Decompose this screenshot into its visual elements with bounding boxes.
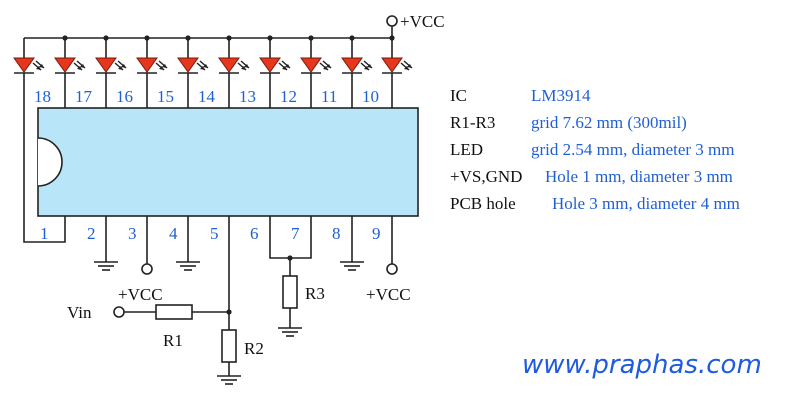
resistor-r1 [155, 304, 193, 320]
vcc-pin9-label: +VCC [366, 285, 411, 304]
led-8 [300, 57, 332, 74]
pin-number: 11 [321, 87, 337, 106]
spec-value: Hole 3 mm, diameter 4 mm [552, 194, 740, 213]
pin-number: 9 [372, 224, 381, 243]
led-3 [95, 57, 127, 74]
pin-number: 7 [291, 224, 300, 243]
led-2 [54, 57, 86, 74]
vin-label: Vin [67, 303, 92, 322]
ic-notch [37, 137, 63, 187]
ground-r3-icon [277, 327, 303, 337]
r3-label: R3 [305, 284, 325, 303]
pin-number: 5 [210, 224, 219, 243]
spec-value: LM3914 [531, 86, 591, 105]
vin-terminal [113, 306, 125, 318]
bottom-pin-numbers: 1 2 3 4 5 6 7 8 9 [40, 224, 381, 243]
led-6 [218, 57, 250, 74]
ground-pin2-icon [93, 261, 119, 271]
spec-value: grid 2.54 mm, diameter 3 mm [531, 140, 735, 159]
vcc-top-label: +VCC [400, 12, 445, 31]
spec-key: +VS,GND [450, 167, 522, 186]
spec-key: PCB hole [450, 194, 516, 213]
ground-r2-icon [216, 375, 242, 385]
vcc-pin3-terminal [141, 263, 153, 275]
pin-number: 10 [362, 87, 379, 106]
pin-number: 17 [75, 87, 93, 106]
led-5 [177, 57, 209, 74]
spec-key: IC [450, 86, 467, 105]
pin-number: 15 [157, 87, 174, 106]
r2-label: R2 [244, 339, 264, 358]
pin-number: 8 [332, 224, 341, 243]
spec-key: R1-R3 [450, 113, 495, 132]
top-bus [24, 26, 393, 39]
pin-number: 3 [128, 224, 137, 243]
pin-number: 13 [239, 87, 256, 106]
pin-number: 1 [40, 224, 49, 243]
pin-number: 2 [87, 224, 96, 243]
resistor-r3 [282, 275, 298, 309]
ground-pin4-icon [175, 261, 201, 271]
led-10 [381, 57, 413, 74]
pin1-wire [23, 108, 66, 243]
spec-value: Hole 1 mm, diameter 3 mm [545, 167, 733, 186]
ground-pin8-icon [339, 261, 365, 271]
vcc-pin3-label: +VCC [118, 285, 163, 304]
vcc-pin9-terminal [386, 263, 398, 275]
pin-number: 14 [198, 87, 216, 106]
junction-r3 [287, 255, 293, 261]
led-1 [13, 57, 45, 74]
watermark: www.praphas.com [522, 350, 762, 380]
spec-value: grid 7.62 mm (300mil) [531, 113, 687, 132]
pin-number: 6 [250, 224, 259, 243]
vcc-top-terminal [386, 15, 398, 27]
ic-body [37, 107, 419, 217]
led-9 [341, 57, 373, 74]
junction-r1-r2 [226, 309, 232, 315]
led-7 [259, 57, 291, 74]
resistor-r2 [221, 329, 237, 363]
spec-table: IC LM3914 R1-R3 grid 7.62 mm (300mil) LE… [450, 86, 740, 213]
r1-label: R1 [163, 331, 183, 350]
pin-number: 16 [116, 87, 133, 106]
pin-number: 12 [280, 87, 297, 106]
pin-number: 4 [169, 224, 178, 243]
spec-key: LED [450, 140, 483, 159]
pin-number: 18 [34, 87, 51, 106]
led-4 [136, 57, 168, 74]
top-pin-numbers: 18 17 16 15 14 13 12 11 10 [34, 87, 379, 106]
